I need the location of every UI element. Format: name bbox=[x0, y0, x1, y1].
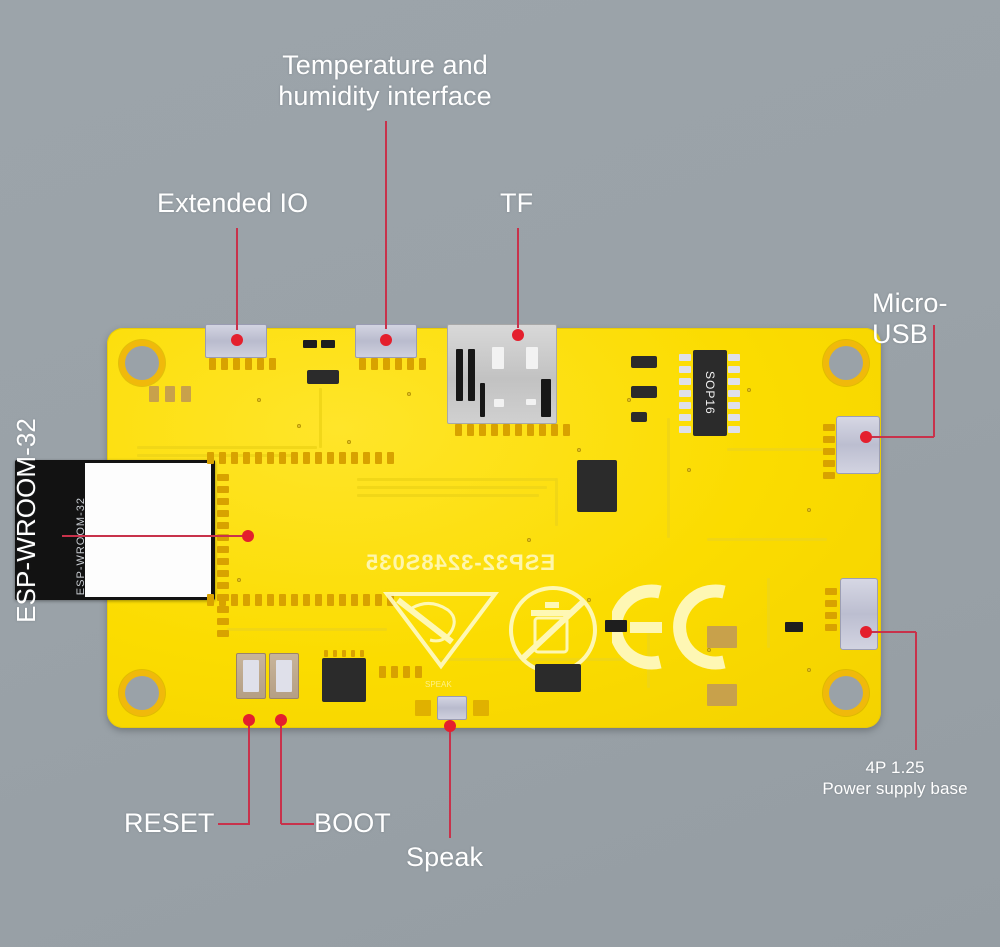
callout-label-boot: BOOT bbox=[314, 808, 391, 838]
crystal-component bbox=[577, 460, 617, 512]
sop16-pads-right bbox=[728, 354, 740, 433]
leader-line-micro-usb-vertical bbox=[933, 325, 935, 437]
leader-line-speak bbox=[449, 726, 451, 838]
mounting-hole-top-right bbox=[829, 346, 863, 380]
callout-dot-tf bbox=[512, 329, 524, 341]
callout-label-temperature-humidity: Temperature and humidity interface bbox=[278, 50, 492, 111]
leader-line-reset-horizontal bbox=[218, 823, 250, 825]
leader-line-esp-wroom-32 bbox=[62, 535, 248, 537]
leader-line-reset-vertical bbox=[248, 720, 250, 824]
board-part-number-silkscreen: ESP32-3248S035 bbox=[365, 550, 556, 575]
leader-line-boot-vertical bbox=[280, 720, 282, 824]
callout-dot-power-supply bbox=[860, 626, 872, 638]
callout-dot-esp-wroom-32 bbox=[242, 530, 254, 542]
module-pad-row-right bbox=[217, 474, 229, 637]
callout-label-tf: TF bbox=[500, 188, 534, 218]
speaker-connector bbox=[437, 696, 467, 720]
leader-line-micro-usb-horizontal bbox=[866, 436, 934, 438]
callout-label-extended-io: Extended IO bbox=[157, 188, 309, 218]
qfn-ic bbox=[322, 658, 366, 702]
leader-line-temperature-humidity bbox=[385, 121, 387, 329]
sop16-pads-left bbox=[679, 354, 691, 433]
callout-dot-speak bbox=[444, 720, 456, 732]
callout-label-speak: Speak bbox=[406, 842, 484, 872]
module-pad-row-top bbox=[207, 452, 394, 464]
temperature-humidity-pads bbox=[359, 358, 426, 370]
leader-line-power-supply-vertical bbox=[915, 632, 917, 750]
callout-label-esp-wroom-32: ESP-WROOM-32 bbox=[11, 418, 41, 623]
leader-line-power-supply-horizontal bbox=[866, 631, 916, 633]
power-connector-pads bbox=[825, 588, 837, 631]
tf-slot-pads bbox=[455, 424, 570, 436]
no-household-waste-icon bbox=[509, 586, 597, 674]
micro-usb-connector bbox=[836, 416, 880, 474]
pcb-board: ESP-WROOM-32 bbox=[15, 324, 881, 728]
tf-card-slot bbox=[447, 324, 557, 424]
sop16-ic: SOP16 bbox=[693, 350, 727, 436]
esp-module-silkscreen: ESP-WROOM-32 bbox=[75, 497, 87, 596]
callout-label-reset: RESET bbox=[124, 808, 215, 838]
qfn-pads-top bbox=[324, 650, 364, 657]
speaker-silkscreen: SPEAK bbox=[425, 680, 452, 689]
weee-bin-icon bbox=[383, 592, 499, 670]
extended-io-pads bbox=[209, 358, 276, 370]
reset-button[interactable] bbox=[236, 653, 266, 699]
callout-label-micro-usb: Micro-USB bbox=[872, 288, 948, 349]
leader-line-boot-horizontal bbox=[281, 823, 314, 825]
mounting-hole-bottom-right bbox=[829, 676, 863, 710]
soic-ic bbox=[535, 664, 581, 692]
callout-dot-temperature-humidity bbox=[380, 334, 392, 346]
leader-line-extended-io bbox=[236, 228, 238, 330]
esp-module-antenna-area: ESP-WROOM-32 bbox=[75, 463, 211, 597]
callout-dot-boot bbox=[275, 714, 287, 726]
esp-wroom-32-module: ESP-WROOM-32 bbox=[15, 460, 215, 600]
boot-button[interactable] bbox=[269, 653, 299, 699]
micro-usb-pads bbox=[823, 424, 835, 479]
callout-dot-reset bbox=[243, 714, 255, 726]
module-pad-row-bottom bbox=[207, 594, 394, 606]
mounting-hole-bottom-left bbox=[125, 676, 159, 710]
callout-label-power-supply: 4P 1.25 Power supply base bbox=[822, 758, 968, 798]
power-supply-connector-4p bbox=[840, 578, 878, 650]
leader-line-tf bbox=[517, 228, 519, 328]
sop16-ic-label: SOP16 bbox=[703, 371, 717, 415]
header-pads bbox=[379, 666, 422, 678]
mounting-hole-top-left bbox=[125, 346, 159, 380]
callout-dot-extended-io bbox=[231, 334, 243, 346]
callout-dot-micro-usb bbox=[860, 431, 872, 443]
